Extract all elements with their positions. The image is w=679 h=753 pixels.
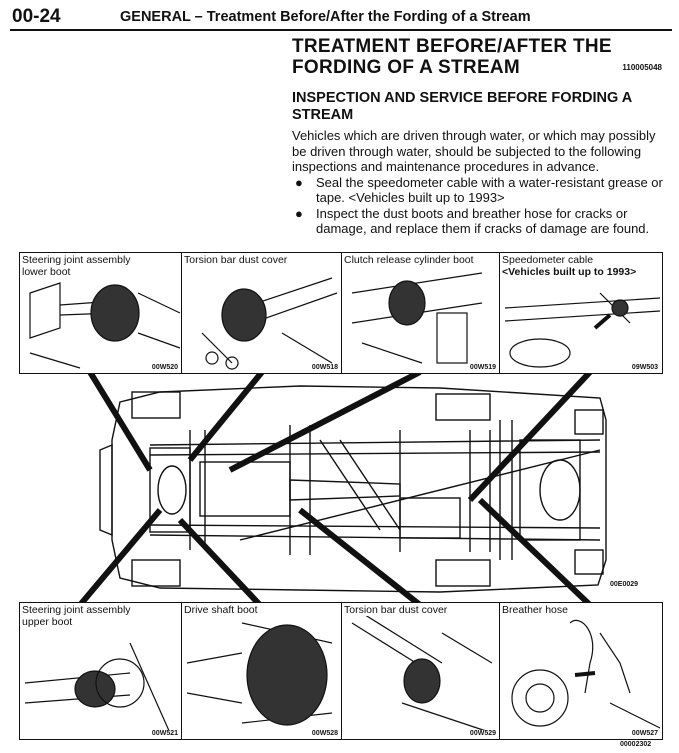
panel-clutch-release-cylinder-boot: Clutch release cylinder boot 00W519 (341, 252, 501, 374)
section-title-line1: TREATMENT BEFORE/AFTER THE (292, 36, 612, 57)
page-header: 00-24 GENERAL – Treatment Before/After t… (10, 4, 672, 31)
section-title-line2: FORDING OF A STREAM (292, 57, 521, 78)
section-text: TREATMENT BEFORE/AFTER THE FORDING OF A … (292, 36, 664, 237)
bullet-list: ● Seal the speedometer cable with a water… (292, 175, 664, 237)
panel-code: 00W527 (631, 730, 658, 737)
panel-code: 00W518 (311, 364, 338, 371)
footer-code: 00002302 (620, 741, 652, 748)
panel-label: Breather hose (502, 604, 570, 616)
panel-label: Torsion bar dust cover (184, 254, 290, 266)
page-number: 00-24 (12, 6, 61, 27)
chassis-figure-code: 00E0029 (610, 581, 639, 588)
panel-code: 00W529 (469, 730, 496, 737)
header-title: GENERAL – Treatment Before/After the For… (120, 9, 531, 25)
panel-drive-shaft-boot: Drive shaft boot 00W528 (181, 602, 343, 740)
panel-label: Clutch release cylinder boot (344, 254, 476, 266)
panel-label: Drive shaft boot (184, 604, 260, 616)
bullet-icon: ● (295, 205, 303, 221)
bullet-icon: ● (295, 174, 303, 190)
panel-code: 09W503 (631, 364, 658, 371)
subheading: INSPECTION AND SERVICE BEFORE FORDING A … (292, 90, 632, 123)
panel-code: 00W519 (469, 364, 496, 371)
bullet-text: Inspect the dust boots and breather hose… (316, 205, 650, 237)
header-rule (10, 29, 672, 31)
panel-label: Speedometer cable<Vehicles built up to 1… (502, 254, 639, 278)
panel-code: 00W528 (311, 730, 338, 737)
panel-breather-hose: Breather hose 00W527 (499, 602, 663, 740)
panel-torsion-bar-dust-cover-top: Torsion bar dust cover 00W518 (181, 252, 343, 374)
bullet-text: Seal the speedometer cable with a water-… (316, 174, 663, 206)
bullet-item: ● Seal the speedometer cable with a water… (292, 175, 664, 206)
figure-code: 110005048 (622, 63, 662, 72)
panel-torsion-bar-dust-cover-bottom: Torsion bar dust cover 00W529 (341, 602, 501, 740)
panel-speedometer-cable: Speedometer cable<Vehicles built up to 1… (499, 252, 663, 374)
intro-paragraph: Vehicles which are driven through water,… (292, 128, 656, 174)
panel-label: Torsion bar dust cover (344, 604, 450, 616)
panel-code: 00W521 (151, 730, 178, 737)
panel-code: 00W520 (151, 364, 178, 371)
bullet-item: ● Inspect the dust boots and breather hos… (292, 206, 664, 237)
